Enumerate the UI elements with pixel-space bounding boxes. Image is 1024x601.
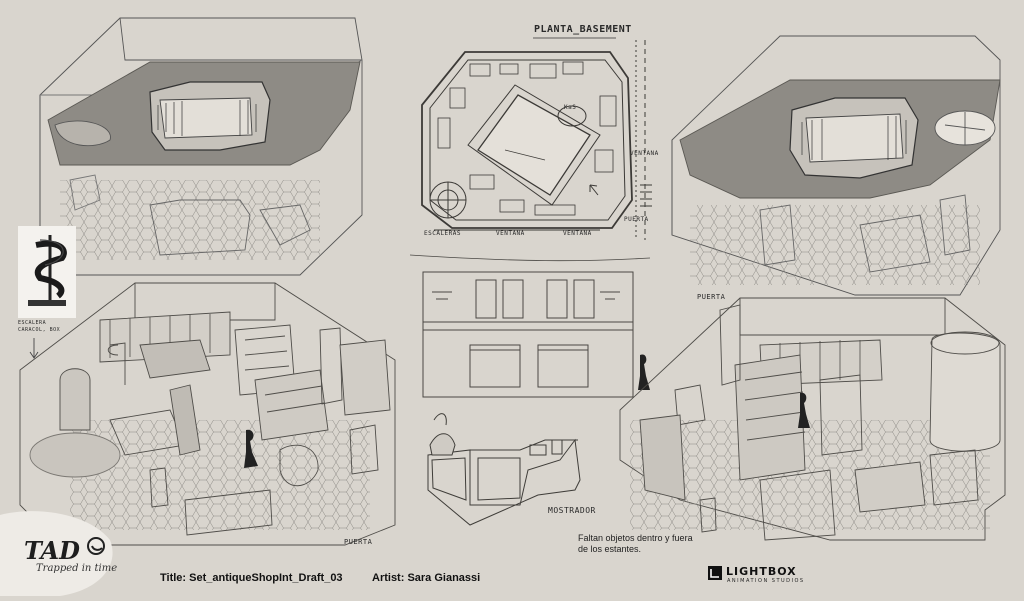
sheet-artist: Artist: Sara Gianassi (372, 572, 481, 584)
studio-logo: LIGHTBOX (726, 565, 797, 578)
plan-label-ventana-right: VENTANA (630, 150, 659, 157)
character-silhouette-elevation (638, 354, 650, 390)
label-mostrador: MOSTRADOR (548, 506, 596, 515)
character-silhouette-right (798, 392, 810, 428)
label-puerta-top-right: PUERTA (697, 293, 726, 301)
reference-photo-spiral-stair (18, 226, 76, 318)
roof-view-left (39, 17, 363, 276)
studio-logo-sub: ANIMATION STUDIOS (727, 578, 805, 584)
plan-label-kas: KaS (564, 104, 577, 111)
show-logo-sub: Trapped in time (36, 563, 118, 574)
plan-label-ventana-bottom-1: VENTANA (496, 230, 525, 237)
lightbox-logo-mark (708, 566, 722, 580)
interior-view-left (19, 282, 396, 546)
counter-sketch (427, 413, 581, 526)
interior-view-right (619, 297, 1006, 541)
facade-elevation (409, 254, 651, 398)
plan-label-puerta-right: PUERTA (624, 216, 649, 223)
roof-view-right (671, 35, 1001, 296)
character-silhouette (244, 429, 258, 468)
plan-label-ventana-bottom-2: VENTANA (563, 230, 592, 237)
label-puerta-bottom-left: PUERTA (344, 538, 373, 546)
reference-caption-2: CARACOL, BOX (18, 327, 61, 333)
sheet-title: Title: Set_antiqueShopInt_Draft_03 (160, 572, 343, 584)
arrow-down-icon (29, 338, 39, 359)
plan-title: PLANTA_BASEMENT (534, 24, 632, 35)
reference-caption-1: ESCALERA (18, 320, 47, 326)
plan-label-escaleras: ESCALERAS (424, 230, 462, 237)
tad-logo-art (0, 511, 113, 596)
floor-plan (421, 40, 652, 240)
show-logo: TAD (24, 536, 80, 565)
sketch-note: Faltan objetos dentro y fuera de los est… (578, 533, 693, 554)
